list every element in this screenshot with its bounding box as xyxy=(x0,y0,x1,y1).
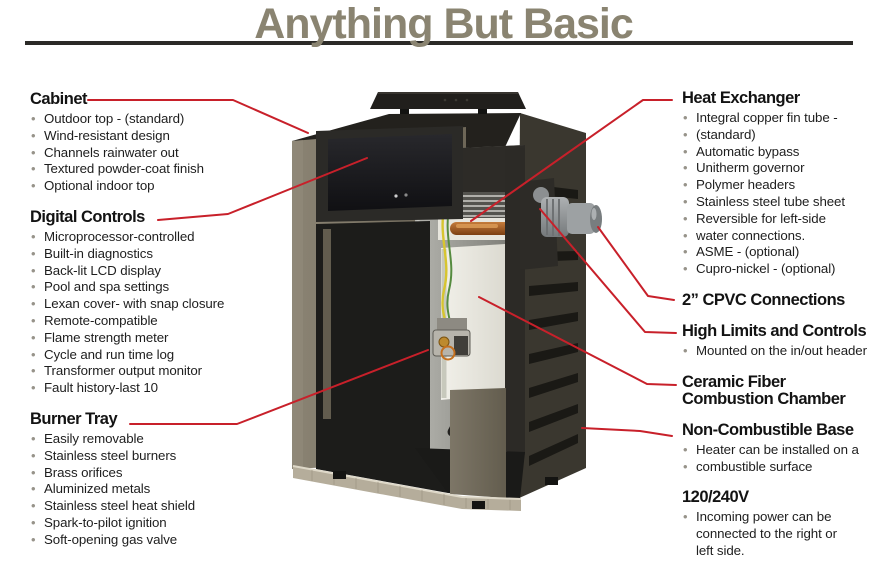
feature-item: Flame strength meter xyxy=(30,330,282,347)
cutaway-interior xyxy=(415,145,525,455)
feature-item: Outdoor top - (standard) xyxy=(30,111,282,128)
feature-item: Remote-compatible xyxy=(30,313,282,330)
feature-list: Microprocessor-controlledBuilt-in diagno… xyxy=(30,229,282,397)
feature-item: Automatic bypass xyxy=(682,144,884,161)
left-feature-column: CabinetOutdoor top - (standard)Wind-resi… xyxy=(30,91,282,563)
heat-exchanger-fins xyxy=(438,192,522,240)
callout-line-high-limits xyxy=(539,208,677,334)
feature-item: Pool and spa settings xyxy=(30,279,282,296)
feature-item: Fault history-last 10 xyxy=(30,380,282,397)
section-heading-non-combustible-base: Non-Combustible Base xyxy=(682,420,854,439)
feature-item: Lexan cover- with snap closure xyxy=(30,296,282,313)
non-combustible-base xyxy=(292,465,558,511)
heater-body xyxy=(292,92,602,511)
feature-item: Back-lit LCD display xyxy=(30,263,282,280)
section-heat-exchanger: Heat ExchangerIntegral copper fin tube -… xyxy=(682,90,884,278)
feature-item: Integral copper fin tube - xyxy=(682,110,884,127)
section-power: 120/240V Incoming power can be connected … xyxy=(682,489,884,559)
section-cpvc-connections: 2” CPVC Connections xyxy=(682,290,884,309)
feature-item: Transformer output monitor xyxy=(30,363,282,380)
feature-item: Stainless steel tube sheet xyxy=(682,194,884,211)
section-heading-high-limits: High Limits and Controls xyxy=(682,321,867,340)
cpvc-pipes xyxy=(520,178,602,270)
section-ceramic-fiber: Ceramic Fiber Combustion Chamber xyxy=(682,372,884,408)
heater-top xyxy=(292,113,521,160)
feature-list: Mounted on the in/out header xyxy=(682,343,884,360)
callout-line-heat-exchanger xyxy=(470,99,673,222)
feature-item: Microprocessor-controlled xyxy=(30,229,282,246)
corner-column xyxy=(450,388,506,498)
callout-line-cpvc xyxy=(597,226,675,301)
feature-item: Channels rainwater out xyxy=(30,145,282,162)
vent-cap xyxy=(370,92,526,114)
section-heading-cabinet: Cabinet xyxy=(30,90,88,108)
front-panel xyxy=(316,221,448,493)
feature-list: Heater can be installed on acombustible … xyxy=(682,442,884,476)
section-heading-cpvc-connections: 2” CPVC Connections xyxy=(682,290,845,309)
feature-item: Reversible for left-side xyxy=(682,211,884,228)
manifold-pipe xyxy=(447,398,507,437)
callout-line-base xyxy=(581,427,673,437)
callout-line-ceramic-fiber xyxy=(478,296,677,386)
control-display xyxy=(316,126,463,222)
feature-item: Aluminized metals xyxy=(30,481,282,498)
gas-valve xyxy=(432,318,471,361)
cabinet-front xyxy=(292,127,466,469)
section-heading-burner-tray: Burner Tray xyxy=(30,409,118,428)
section-high-limits: High Limits and ControlsMounted on the i… xyxy=(682,321,884,360)
feature-item: (standard) xyxy=(682,127,884,144)
feature-item: Heater can be installed on a xyxy=(682,442,884,459)
feature-item: Unitherm governor xyxy=(682,160,884,177)
wiring-harness xyxy=(441,199,454,343)
section-cabinet: CabinetOutdoor top - (standard)Wind-resi… xyxy=(30,91,282,195)
feature-item: Soft-opening gas valve xyxy=(30,532,282,549)
title-rule xyxy=(25,41,853,45)
feature-item: Optional indoor top xyxy=(30,178,282,195)
feature-list: Integral copper fin tube -(standard)Auto… xyxy=(682,110,884,278)
feature-item: Mounted on the in/out header xyxy=(682,343,884,360)
feature-item: Stainless steel heat shield xyxy=(30,498,282,515)
section-heading-ceramic-fiber: Ceramic Fiber Combustion Chamber xyxy=(682,372,846,408)
feature-item: Incoming power can be connected to the r… xyxy=(682,509,848,559)
section-heading-power: 120/240V xyxy=(682,488,749,507)
louvered-side-panel xyxy=(517,113,586,499)
feature-item: Cycle and run time log xyxy=(30,347,282,364)
feature-item: Polymer headers xyxy=(682,177,884,194)
feature-item: Cupro-nickel - (optional) xyxy=(682,261,884,278)
feature-item: Spark-to-pilot ignition xyxy=(30,515,282,532)
combustion-chamber xyxy=(441,243,522,400)
feature-item: Built-in diagnostics xyxy=(30,246,282,263)
feature-item: Wind-resistant design xyxy=(30,128,282,145)
feature-list: Easily removableStainless steel burnersB… xyxy=(30,431,282,549)
feature-item: Brass orifices xyxy=(30,465,282,482)
section-non-combustible-base: Non-Combustible BaseHeater can be instal… xyxy=(682,420,884,476)
lcd-screen xyxy=(328,134,452,211)
feature-item: ASME - (optional) xyxy=(682,244,884,261)
louver-slats xyxy=(529,184,578,466)
feature-item: Stainless steel burners xyxy=(30,448,282,465)
feature-item: Textured powder-coat finish xyxy=(30,161,282,178)
section-heading-heat-exchanger: Heat Exchanger xyxy=(682,89,800,107)
page-title: Anything But Basic xyxy=(254,0,634,48)
section-burner-tray: Burner TrayEasily removableStainless ste… xyxy=(30,409,282,549)
feature-list: Incoming power can be connected to the r… xyxy=(682,509,884,559)
copper-fin-tube xyxy=(450,222,516,235)
section-digital-controls: Digital ControlsMicroprocessor-controlle… xyxy=(30,207,282,397)
section-heading-digital-controls: Digital Controls xyxy=(30,207,145,226)
feature-list: Outdoor top - (standard)Wind-resistant d… xyxy=(30,111,282,195)
feature-item: combustible surface xyxy=(682,459,884,476)
feature-item: Easily removable xyxy=(30,431,282,448)
right-feature-column: Heat ExchangerIntegral copper fin tube -… xyxy=(682,90,884,574)
feature-item: water connections. xyxy=(682,228,884,245)
